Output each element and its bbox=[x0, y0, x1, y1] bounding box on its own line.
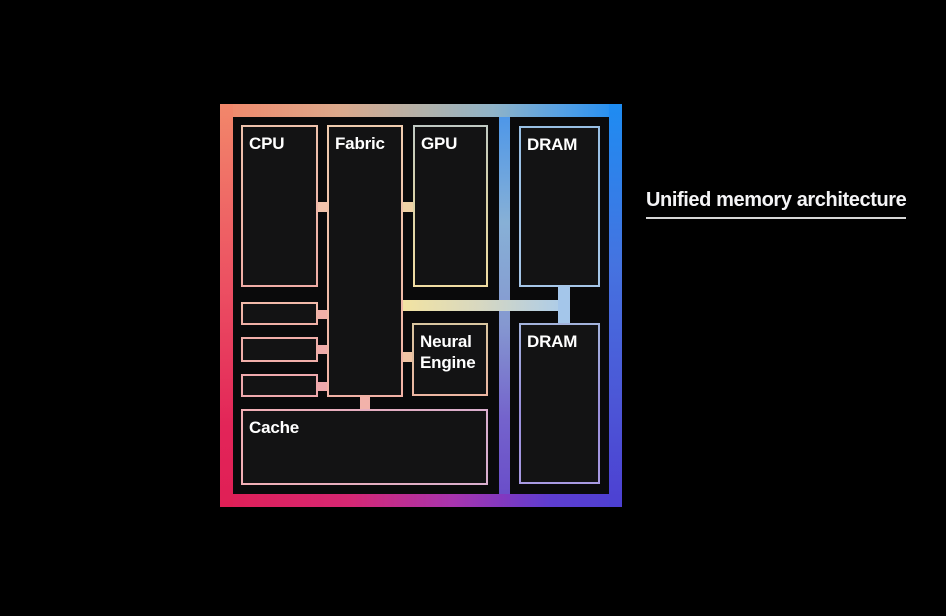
block-gpu: GPU bbox=[413, 125, 488, 287]
block-gpu-fill bbox=[415, 127, 486, 285]
block-cpu: CPU bbox=[241, 125, 318, 287]
connector-small-block-3-fabric bbox=[318, 382, 327, 391]
frame-edge-right bbox=[609, 104, 622, 507]
connector-fabric-neural-engine bbox=[403, 352, 412, 362]
connector-small-block-2-fabric bbox=[318, 345, 327, 354]
block-small-3-fill bbox=[243, 376, 316, 395]
block-dram-top: DRAM bbox=[519, 126, 600, 287]
block-neural-engine-label: Neural Engine bbox=[420, 332, 476, 372]
frame-edge-top bbox=[220, 104, 622, 117]
block-small-2 bbox=[241, 337, 318, 362]
block-dram-top-label: DRAM bbox=[527, 135, 578, 154]
block-cache-fill bbox=[243, 411, 486, 483]
block-neural-engine-fill bbox=[414, 325, 486, 394]
block-fabric-label: Fabric bbox=[335, 134, 385, 153]
block-small-2-fill bbox=[243, 339, 316, 360]
block-small-1-fill bbox=[243, 304, 316, 323]
block-dram-bottom-fill bbox=[521, 325, 598, 482]
memory-bus-horizontal bbox=[403, 300, 570, 311]
block-dram-top-fill bbox=[521, 128, 598, 285]
block-cpu-fill bbox=[243, 127, 316, 285]
block-dram-bottom: DRAM bbox=[519, 323, 600, 484]
block-cpu-label: CPU bbox=[249, 134, 285, 153]
block-cache-label: Cache bbox=[249, 418, 300, 437]
connector-fabric-gpu bbox=[403, 202, 413, 212]
block-fabric: Fabric bbox=[327, 125, 403, 397]
connector-fabric-cache bbox=[360, 397, 370, 409]
page-title: Unified memory architecture bbox=[646, 189, 907, 211]
block-gpu-label: GPU bbox=[421, 134, 458, 153]
block-small-3 bbox=[241, 374, 318, 397]
title-underline bbox=[646, 217, 907, 219]
block-neural-engine: Neural Engine bbox=[412, 323, 488, 396]
frame-edge-left bbox=[220, 104, 233, 507]
block-small-1 bbox=[241, 302, 318, 325]
frame-edge-bottom bbox=[220, 494, 622, 507]
block-cache: Cache bbox=[241, 409, 488, 485]
connector-cpu-fabric bbox=[318, 202, 327, 212]
page-title-group: Unified memory architecture bbox=[646, 189, 907, 219]
connector-small-block-1-fabric bbox=[318, 310, 327, 319]
block-fabric-fill bbox=[329, 127, 401, 395]
chip-diagram: CPU Fabric GPU DRAM DRAM Neural Engine C… bbox=[220, 104, 622, 507]
memory-bus-vertical bbox=[558, 287, 570, 323]
block-dram-bottom-label: DRAM bbox=[527, 332, 578, 351]
